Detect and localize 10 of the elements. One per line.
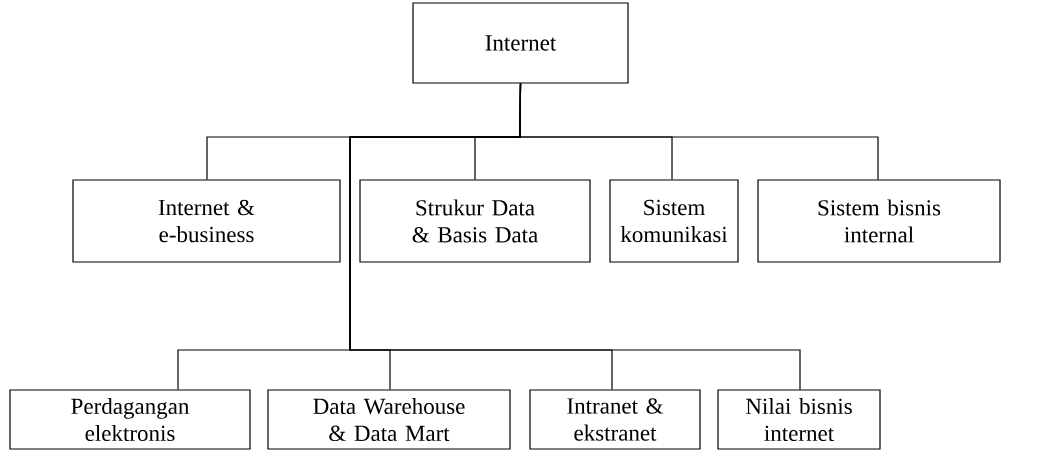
box: Sistem komunikasi <box>609 179 739 263</box>
box: Nilai bisnis internet <box>717 389 881 450</box>
connector <box>349 83 801 390</box>
box: Strukur Data & Basis Data <box>359 179 591 263</box>
box: Data Warehouse & Data Mart <box>267 389 511 450</box>
box: Internet <box>412 2 629 84</box>
box: Intranet & ekstranet <box>529 389 701 450</box>
box: Sistem bisnis internal <box>757 179 1001 263</box>
box: Internet & e-business <box>72 179 341 263</box>
box: Perdagangan elektronis <box>9 389 251 450</box>
